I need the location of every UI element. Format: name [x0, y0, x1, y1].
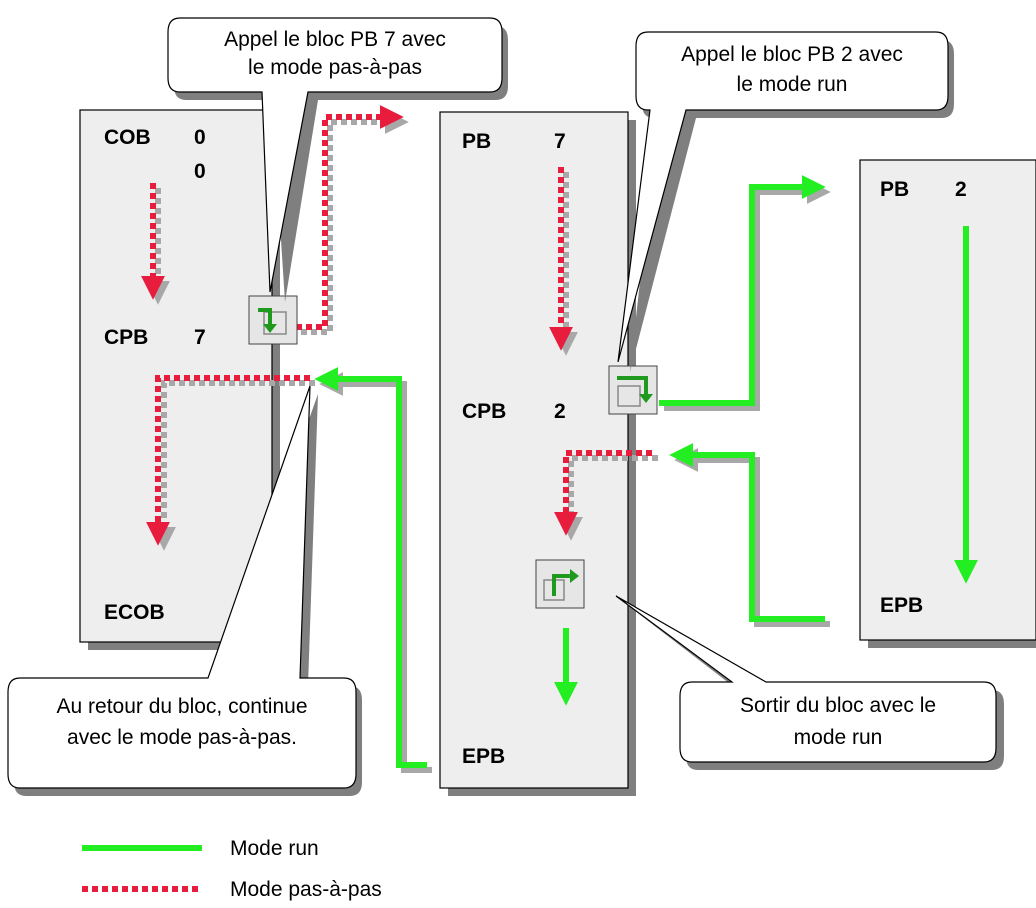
- callout-call-pb2-line2: le mode run: [737, 73, 848, 96]
- cob-end-label: ECOB: [104, 601, 165, 624]
- callout-exit-line1: Sortir du bloc avec le: [740, 694, 936, 717]
- step-into-pb7-flow: [296, 105, 404, 330]
- callout-call-pb7-line1: Appel le bloc PB 7 avec: [224, 28, 446, 51]
- cob-top-value-2: 0: [194, 160, 206, 183]
- pb2-end-label: EPB: [880, 594, 923, 617]
- callout-exit: Sortir du bloc avec le mode run: [615, 595, 1004, 770]
- cob-top-label: COB: [104, 126, 151, 149]
- callout-return: Au retour du bloc, continue avec le mode…: [7, 385, 362, 796]
- callout-call-pb7-line2: le mode pas-à-pas: [248, 56, 422, 79]
- legend-step-label: Mode pas-à-pas: [230, 878, 382, 901]
- flow-shadows: [146, 110, 831, 773]
- callout-return-line1: Au retour du bloc, continue: [57, 695, 308, 718]
- block-pb2: PB 2 EPB: [859, 159, 1036, 648]
- callout-exit-line2: mode run: [794, 726, 883, 749]
- run-to-pb2-flow: [659, 175, 826, 406]
- callout-call-pb2-line1: Appel le bloc PB 2 avec: [681, 43, 903, 66]
- callout-return-line2: avec le mode pas-à-pas.: [67, 726, 297, 749]
- cob-return-step-flow: [146, 375, 310, 546]
- step-into-icon[interactable]: [248, 295, 298, 345]
- legend: Mode run Mode pas-à-pas: [82, 837, 382, 901]
- flow-paths: [141, 105, 978, 768]
- pb2-return-run-flow: [669, 443, 825, 622]
- step-out-icon[interactable]: [535, 559, 585, 609]
- cob-call-value: 7: [194, 326, 206, 349]
- cob-call-label: CPB: [104, 326, 148, 349]
- pb7-return-step-flow: [554, 450, 652, 536]
- pb2-top-value: 2: [955, 178, 967, 201]
- callout-call-pb7: Appel le bloc PB 7 avec le mode pas-à-pa…: [167, 17, 508, 302]
- cob-top-value-1: 0: [194, 126, 206, 149]
- pb7-end-label: EPB: [462, 745, 505, 768]
- block-pb7: PB 7 CPB 2 EPB: [439, 111, 636, 796]
- callout-call-pb2: Appel le bloc PB 2 avec le mode run: [617, 31, 954, 372]
- return-to-cob-run-flow: [314, 367, 427, 768]
- step-over-icon[interactable]: [608, 365, 658, 415]
- pb7-top-value: 7: [554, 130, 566, 153]
- legend-run-label: Mode run: [230, 837, 319, 860]
- pb2-top-label: PB: [880, 178, 909, 201]
- pb7-call-value: 2: [554, 400, 566, 423]
- pb7-call-label: CPB: [462, 400, 506, 423]
- pb7-top-label: PB: [462, 130, 491, 153]
